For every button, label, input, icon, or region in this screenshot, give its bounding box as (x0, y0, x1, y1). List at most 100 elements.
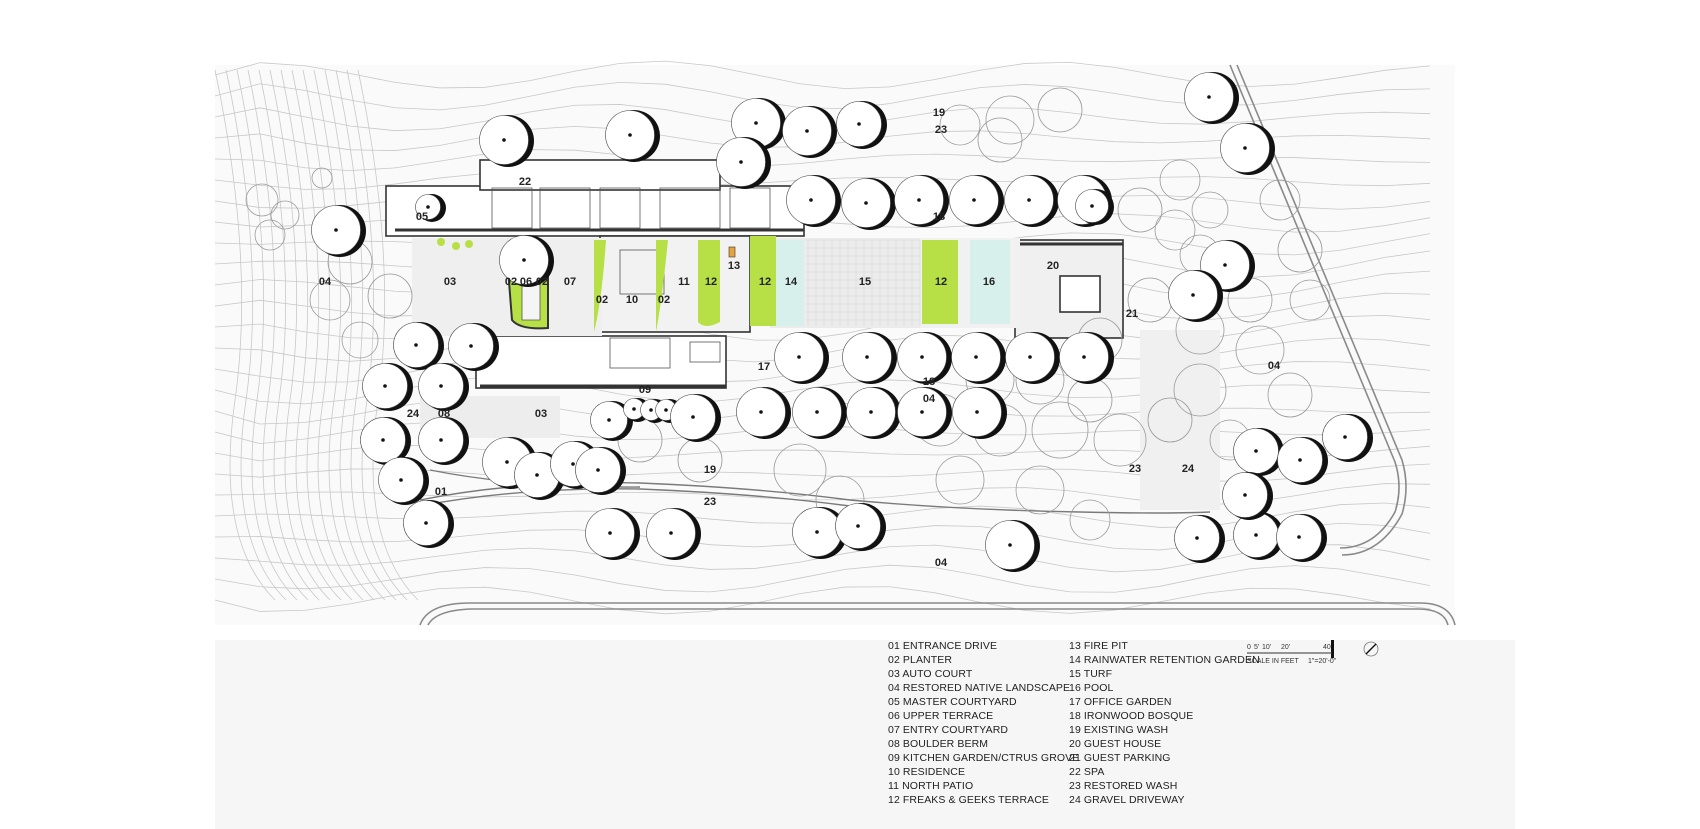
plan-label: 19 (704, 464, 716, 476)
contour-line (302, 69, 364, 601)
existing-tree (1069, 499, 1111, 541)
scale-end-mark (1331, 640, 1334, 658)
tree (1174, 515, 1225, 563)
tree (378, 457, 429, 505)
tree (952, 387, 1007, 439)
existing-tree (1173, 363, 1227, 417)
tree (786, 175, 841, 227)
plan-label: 18 (933, 211, 945, 223)
contour-line (280, 69, 342, 601)
contour-line (258, 69, 320, 601)
legend-item: 20 GUEST HOUSE (1069, 738, 1162, 750)
plan-label: 07 (564, 276, 576, 288)
plan-label: 24 (407, 408, 420, 420)
plan-label: 21 (1126, 308, 1138, 320)
tree (836, 101, 887, 149)
plan-label: 03 (444, 276, 456, 288)
tree (1222, 472, 1273, 520)
existing-tree (311, 167, 333, 189)
existing-tree (1277, 227, 1323, 273)
legend-item: 18 IRONWOOD BOSQUE (1069, 710, 1194, 722)
tree (894, 175, 949, 227)
plan-label: 08 (438, 408, 450, 420)
legend-item: 03 AUTO COURT (888, 668, 973, 680)
existing-tree (254, 219, 286, 251)
legend-item: 08 BOULDER BERM (888, 738, 989, 750)
legend-item: 10 RESIDENCE (888, 766, 966, 778)
plan-label: 12 (935, 276, 947, 288)
road (419, 64, 1456, 626)
tree (362, 363, 413, 411)
tree (415, 194, 446, 222)
legend-item: 24 GRAVEL DRIVEWAY (1069, 794, 1185, 806)
existing-tree (1015, 465, 1065, 515)
tree (499, 235, 554, 287)
tree (846, 387, 901, 439)
tree (1005, 332, 1060, 384)
existing-tree (1289, 279, 1331, 321)
legend-item: 16 POOL (1069, 682, 1114, 694)
legend-item: 02 PLANTER (888, 654, 953, 666)
plan-label: 23 (1129, 463, 1141, 475)
contour-line (291, 69, 353, 601)
contour-line (214, 586, 1431, 615)
contour-line (214, 376, 1431, 405)
contour-line (214, 69, 276, 601)
tree (403, 500, 454, 548)
contour-line (247, 69, 309, 601)
plan-label: 22 (519, 176, 531, 188)
existing-tree (270, 200, 300, 230)
tree (985, 520, 1040, 572)
scale-tick: 20' (1281, 644, 1290, 651)
tree (418, 363, 469, 411)
legend-item: 19 EXISTING WASH (1069, 724, 1169, 736)
existing-tree (1117, 187, 1163, 233)
legend-item: 15 TURF (1069, 668, 1113, 680)
plan-label: 12 (705, 276, 717, 288)
lower-band (215, 640, 1515, 829)
tree (1059, 332, 1114, 384)
tree (1220, 123, 1275, 175)
tree (782, 106, 837, 158)
tree (1168, 270, 1223, 322)
tree (418, 417, 469, 465)
tree (479, 115, 534, 167)
tree (897, 332, 952, 384)
ironwood-trees (311, 72, 1373, 572)
existing-tree (367, 273, 413, 319)
existing-tree (1159, 159, 1201, 201)
contour-line (313, 69, 375, 601)
existing-tree (1154, 209, 1196, 251)
tree (448, 323, 499, 371)
plan-label: 23 (704, 496, 716, 508)
existing-tree (773, 443, 827, 497)
tree (716, 137, 771, 189)
plan-label: 04 (1268, 360, 1281, 372)
tree (792, 507, 847, 559)
scale-ratio: 1"=20'-0" (1308, 658, 1337, 665)
plan-label: 11 (678, 276, 690, 288)
legend-right: 13 FIRE PIT 14 RAINWATER RETENTION GARDE… (1069, 639, 1260, 807)
north-arrow-icon (1363, 641, 1379, 657)
tree (1184, 72, 1239, 124)
existing-tree (1037, 87, 1083, 133)
legend-item: 09 KITCHEN GARDEN/CTRUS GROVE (888, 752, 1080, 764)
legend-item: 05 MASTER COURTYARD (888, 696, 1017, 708)
plan-label: 09 (639, 384, 651, 396)
tree (1075, 189, 1114, 225)
legend-item: 04 RESTORED NATIVE LANDSCAPE (888, 682, 1071, 694)
scale-bar: 0 5' 10' 20' 40' SCALE IN FEET 1"=20'-0" (1247, 640, 1337, 665)
existing-tree (341, 321, 379, 359)
existing-tree (1031, 401, 1089, 459)
legend-item: 23 RESTORED WASH (1069, 780, 1178, 792)
tree (575, 447, 626, 495)
plan-label: 18 (923, 376, 935, 388)
contour-line (236, 69, 298, 601)
legend-item: 01 ENTRANCE DRIVE (888, 640, 998, 652)
plan-label: 10 (626, 294, 638, 306)
existing-tree (985, 95, 1035, 145)
tree (792, 387, 847, 439)
legend-item: 21 GUEST PARKING (1069, 752, 1171, 764)
